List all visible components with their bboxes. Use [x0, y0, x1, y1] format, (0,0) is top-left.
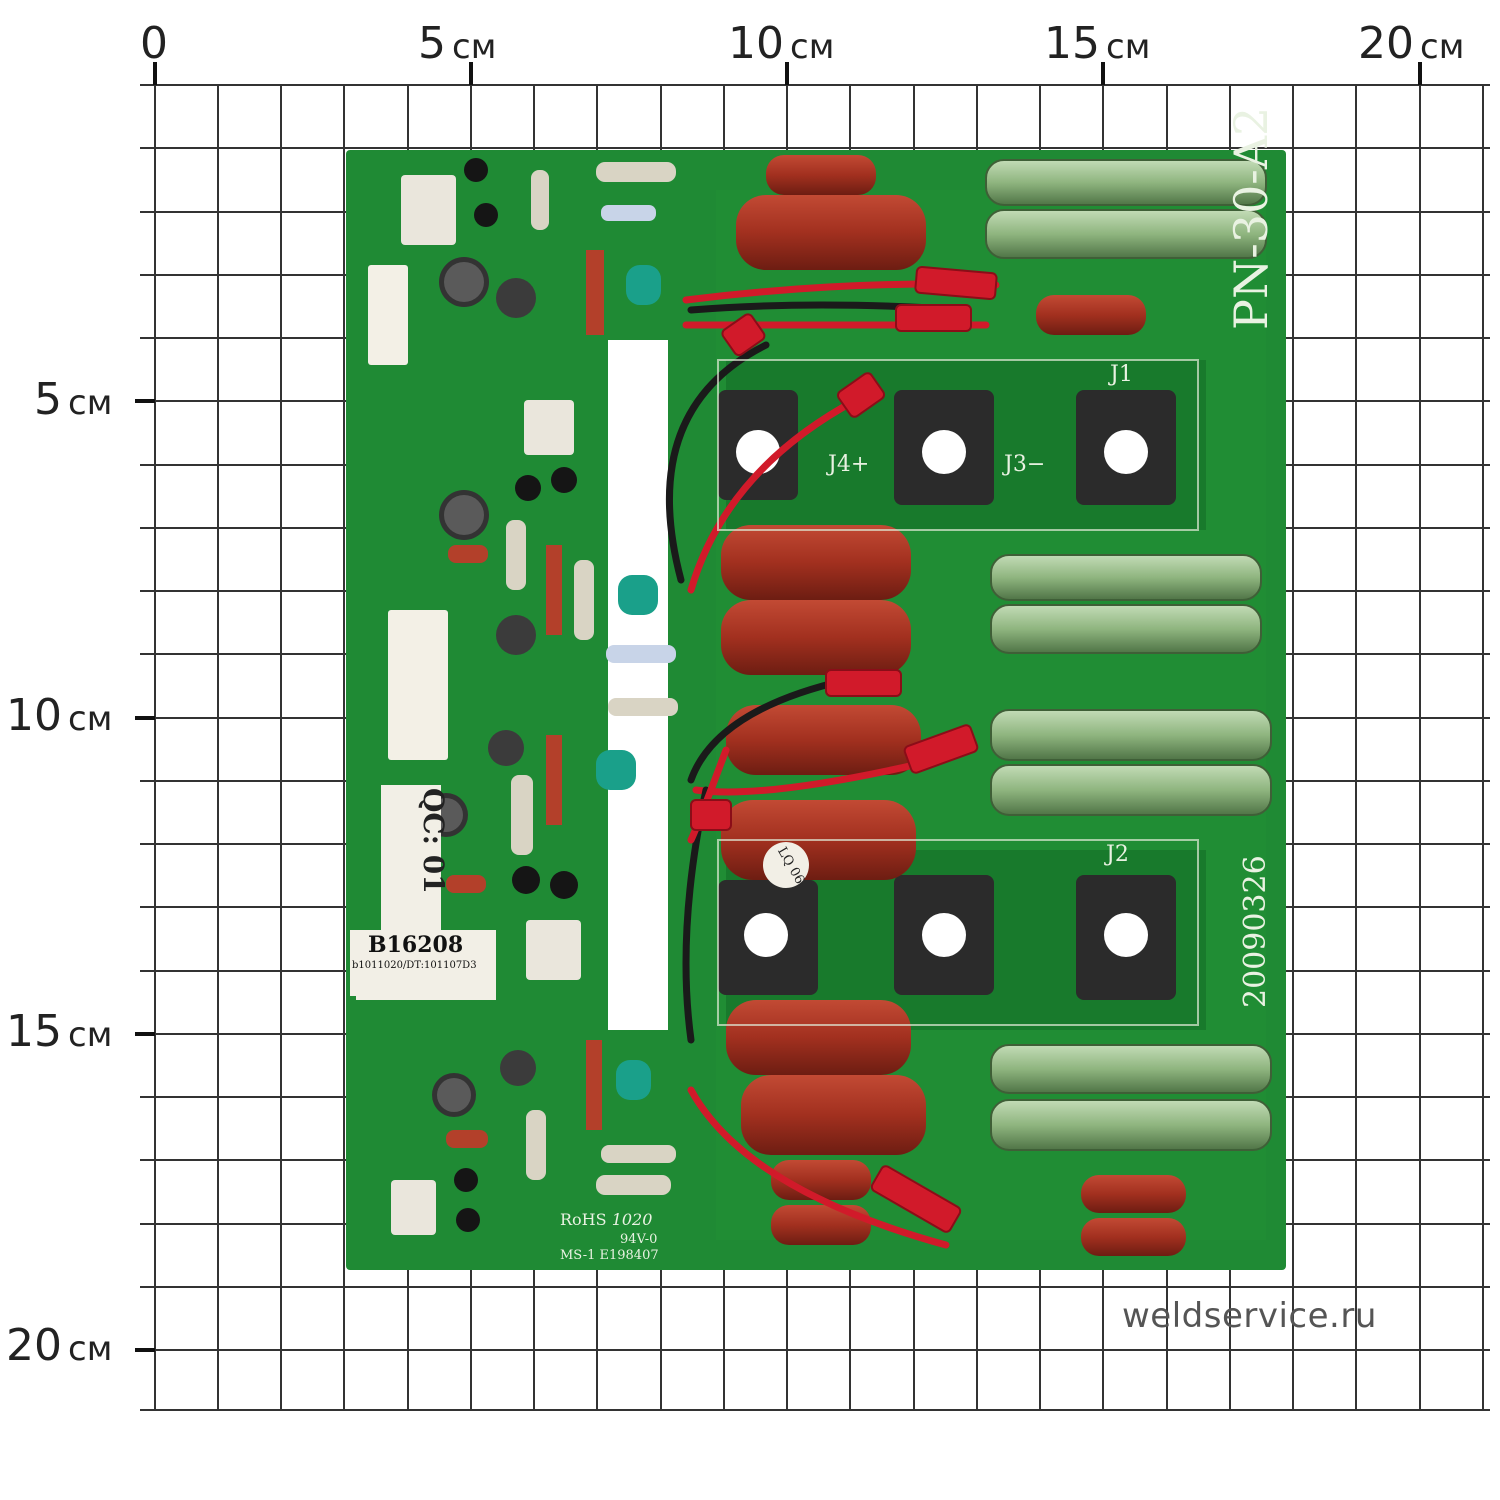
flammability-mark: 94V-0 — [620, 1232, 658, 1247]
ruler-x-label-0: 0 — [140, 18, 168, 69]
lq-sticker-text: LQ 06 — [774, 844, 808, 887]
pcb-board — [346, 150, 1286, 1270]
board-date-code: 20090326 — [1238, 855, 1273, 1008]
rohs-mark: RoHS 1020 — [560, 1210, 653, 1229]
terminal-blocks — [718, 390, 1176, 1000]
batch-sticker-code: B16208 — [368, 932, 464, 958]
cert-mark: MS-1 E198407 — [560, 1248, 659, 1263]
qc-sticker-text: QC: 01 — [417, 788, 450, 894]
terminal-label-j2: J2 — [1106, 842, 1129, 867]
board-model-label: PN-30-A2 — [1224, 106, 1278, 330]
terminal-label-j3: J3− — [1004, 452, 1046, 477]
terminal-label-j4: J4+ — [828, 452, 870, 477]
terminal-label-j1: J1 — [1110, 362, 1133, 387]
batch-sticker-lot: b1011020/DT:101107D3 — [352, 960, 477, 971]
batch-sticker: B16208 b1011020/DT:101107D3 — [350, 930, 496, 996]
watermark: weldservice.ru — [1122, 1296, 1377, 1336]
